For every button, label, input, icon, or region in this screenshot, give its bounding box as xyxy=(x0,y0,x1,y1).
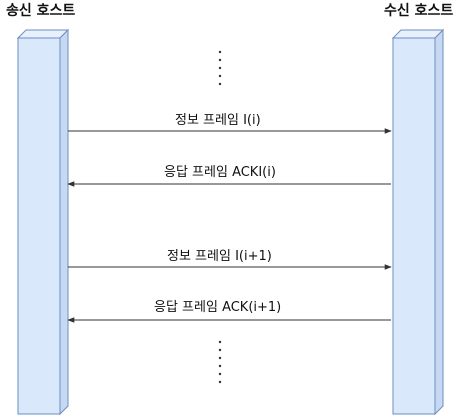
message-label-2: 응답 프레임 ACKI(i) xyxy=(164,165,276,180)
continuation-dots-bottom xyxy=(218,340,222,384)
sender-lifeline-bar xyxy=(16,28,70,416)
sender-host-label: 송신 호스트 xyxy=(6,3,76,19)
message-label-4: 응답 프레임 ACK(i+1) xyxy=(154,300,282,315)
receiver-host-label: 수신 호스트 xyxy=(384,3,454,19)
message-label-1: 정보 프레임 I(i) xyxy=(175,113,261,128)
message-label-3: 정보 프레임 I(i+1) xyxy=(167,249,272,264)
continuation-dots-top xyxy=(218,50,222,86)
receiver-lifeline-bar xyxy=(391,28,445,416)
